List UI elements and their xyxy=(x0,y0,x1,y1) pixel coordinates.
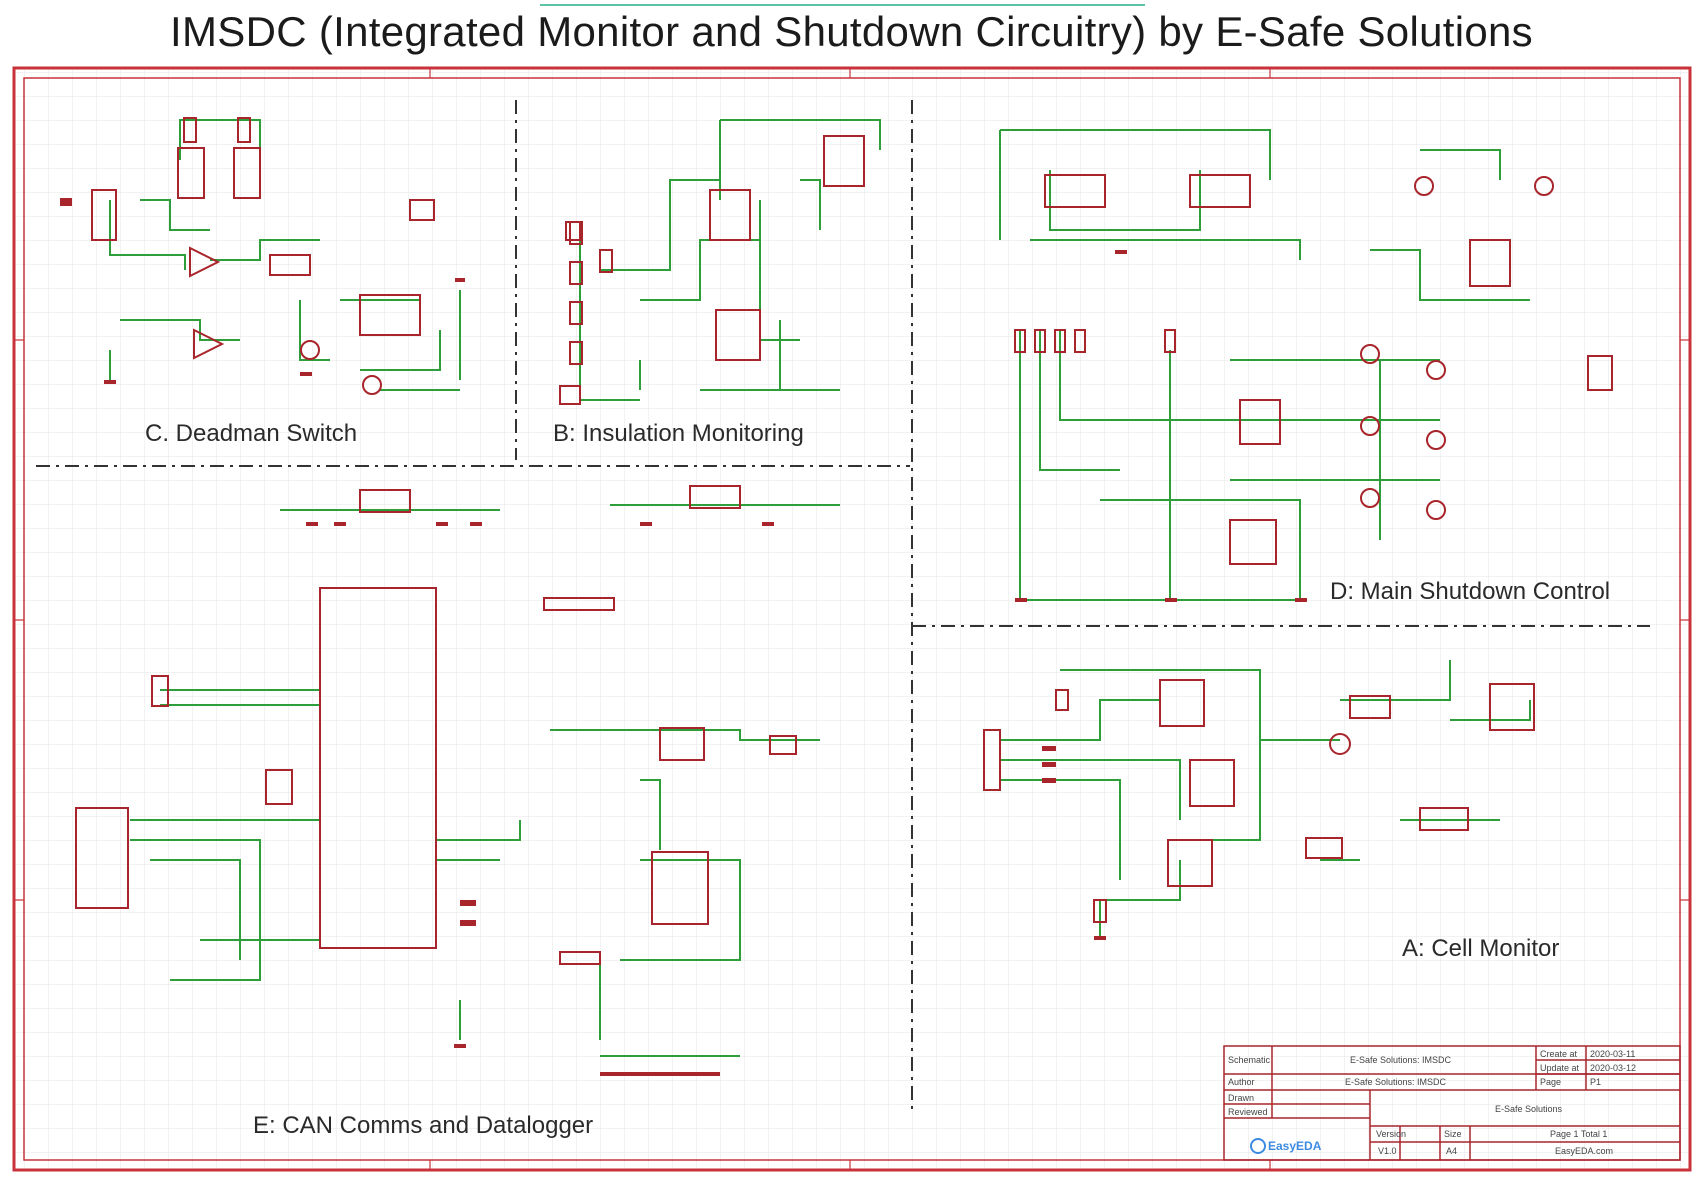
inner-frame xyxy=(23,77,1681,1161)
top-accent-line xyxy=(540,4,1145,6)
tb-update-label: Update at xyxy=(1540,1063,1580,1073)
section-label-can-datalogger: E: CAN Comms and Datalogger xyxy=(253,1112,594,1139)
tb-author-name: E-Safe Solutions: IMSDC xyxy=(1345,1077,1447,1087)
tb-company: E-Safe Solutions xyxy=(1495,1104,1563,1114)
circuit-main-shutdown-control xyxy=(999,129,1613,602)
easyeda-logo-mark xyxy=(1250,1138,1266,1154)
circuit-insulation-monitoring xyxy=(559,119,881,405)
section-label-cell-monitor: A: Cell Monitor xyxy=(1402,935,1560,962)
grid-background xyxy=(14,68,1690,1170)
tb-version-value: V1.0 xyxy=(1378,1146,1397,1156)
tb-label-drawn: Drawn xyxy=(1228,1093,1255,1103)
tb-page-label: Page xyxy=(1540,1077,1562,1087)
page-title: IMSDC (Integrated Monitor and Shutdown C… xyxy=(170,8,1533,55)
tb-page-value: P1 xyxy=(1590,1077,1602,1087)
tb-size-value: A4 xyxy=(1446,1146,1458,1156)
tb-size-label: Size xyxy=(1444,1129,1462,1139)
section-dividers xyxy=(36,100,1650,1110)
tb-version-label: Version xyxy=(1376,1129,1407,1139)
tb-page-text: Page 1 Total 1 xyxy=(1550,1129,1608,1139)
tb-label-reviewed: Reviewed xyxy=(1228,1107,1268,1117)
tb-update-date: 2020-03-12 xyxy=(1590,1063,1637,1073)
section-label-insulation-monitoring: B: Insulation Monitoring xyxy=(553,420,804,447)
tb-website: EasyEDA.com xyxy=(1555,1146,1614,1156)
circuit-deadman-switch xyxy=(60,117,465,395)
circuit-cell-monitor xyxy=(983,660,1535,940)
tb-schematic-name: E-Safe Solutions: IMSDC xyxy=(1350,1055,1452,1065)
tb-create-date: 2020-03-11 xyxy=(1590,1049,1636,1059)
tb-easyeda-logo-text: EasyEDA xyxy=(1268,1139,1322,1153)
tb-label-author: Author xyxy=(1228,1077,1255,1087)
title-block-frame xyxy=(1223,1045,1681,1161)
frame-ticks xyxy=(14,68,1690,1170)
tb-create-label: Create at xyxy=(1540,1049,1578,1059)
section-label-deadman-switch: C. Deadman Switch xyxy=(145,420,358,447)
microcontroller-outline xyxy=(319,587,437,949)
section-label-main-shutdown-control: D: Main Shutdown Control xyxy=(1330,578,1611,605)
tb-label-schematic: Schematic xyxy=(1228,1055,1271,1065)
outer-frame xyxy=(12,66,1692,1172)
circuit-can-datalogger xyxy=(75,485,840,1076)
